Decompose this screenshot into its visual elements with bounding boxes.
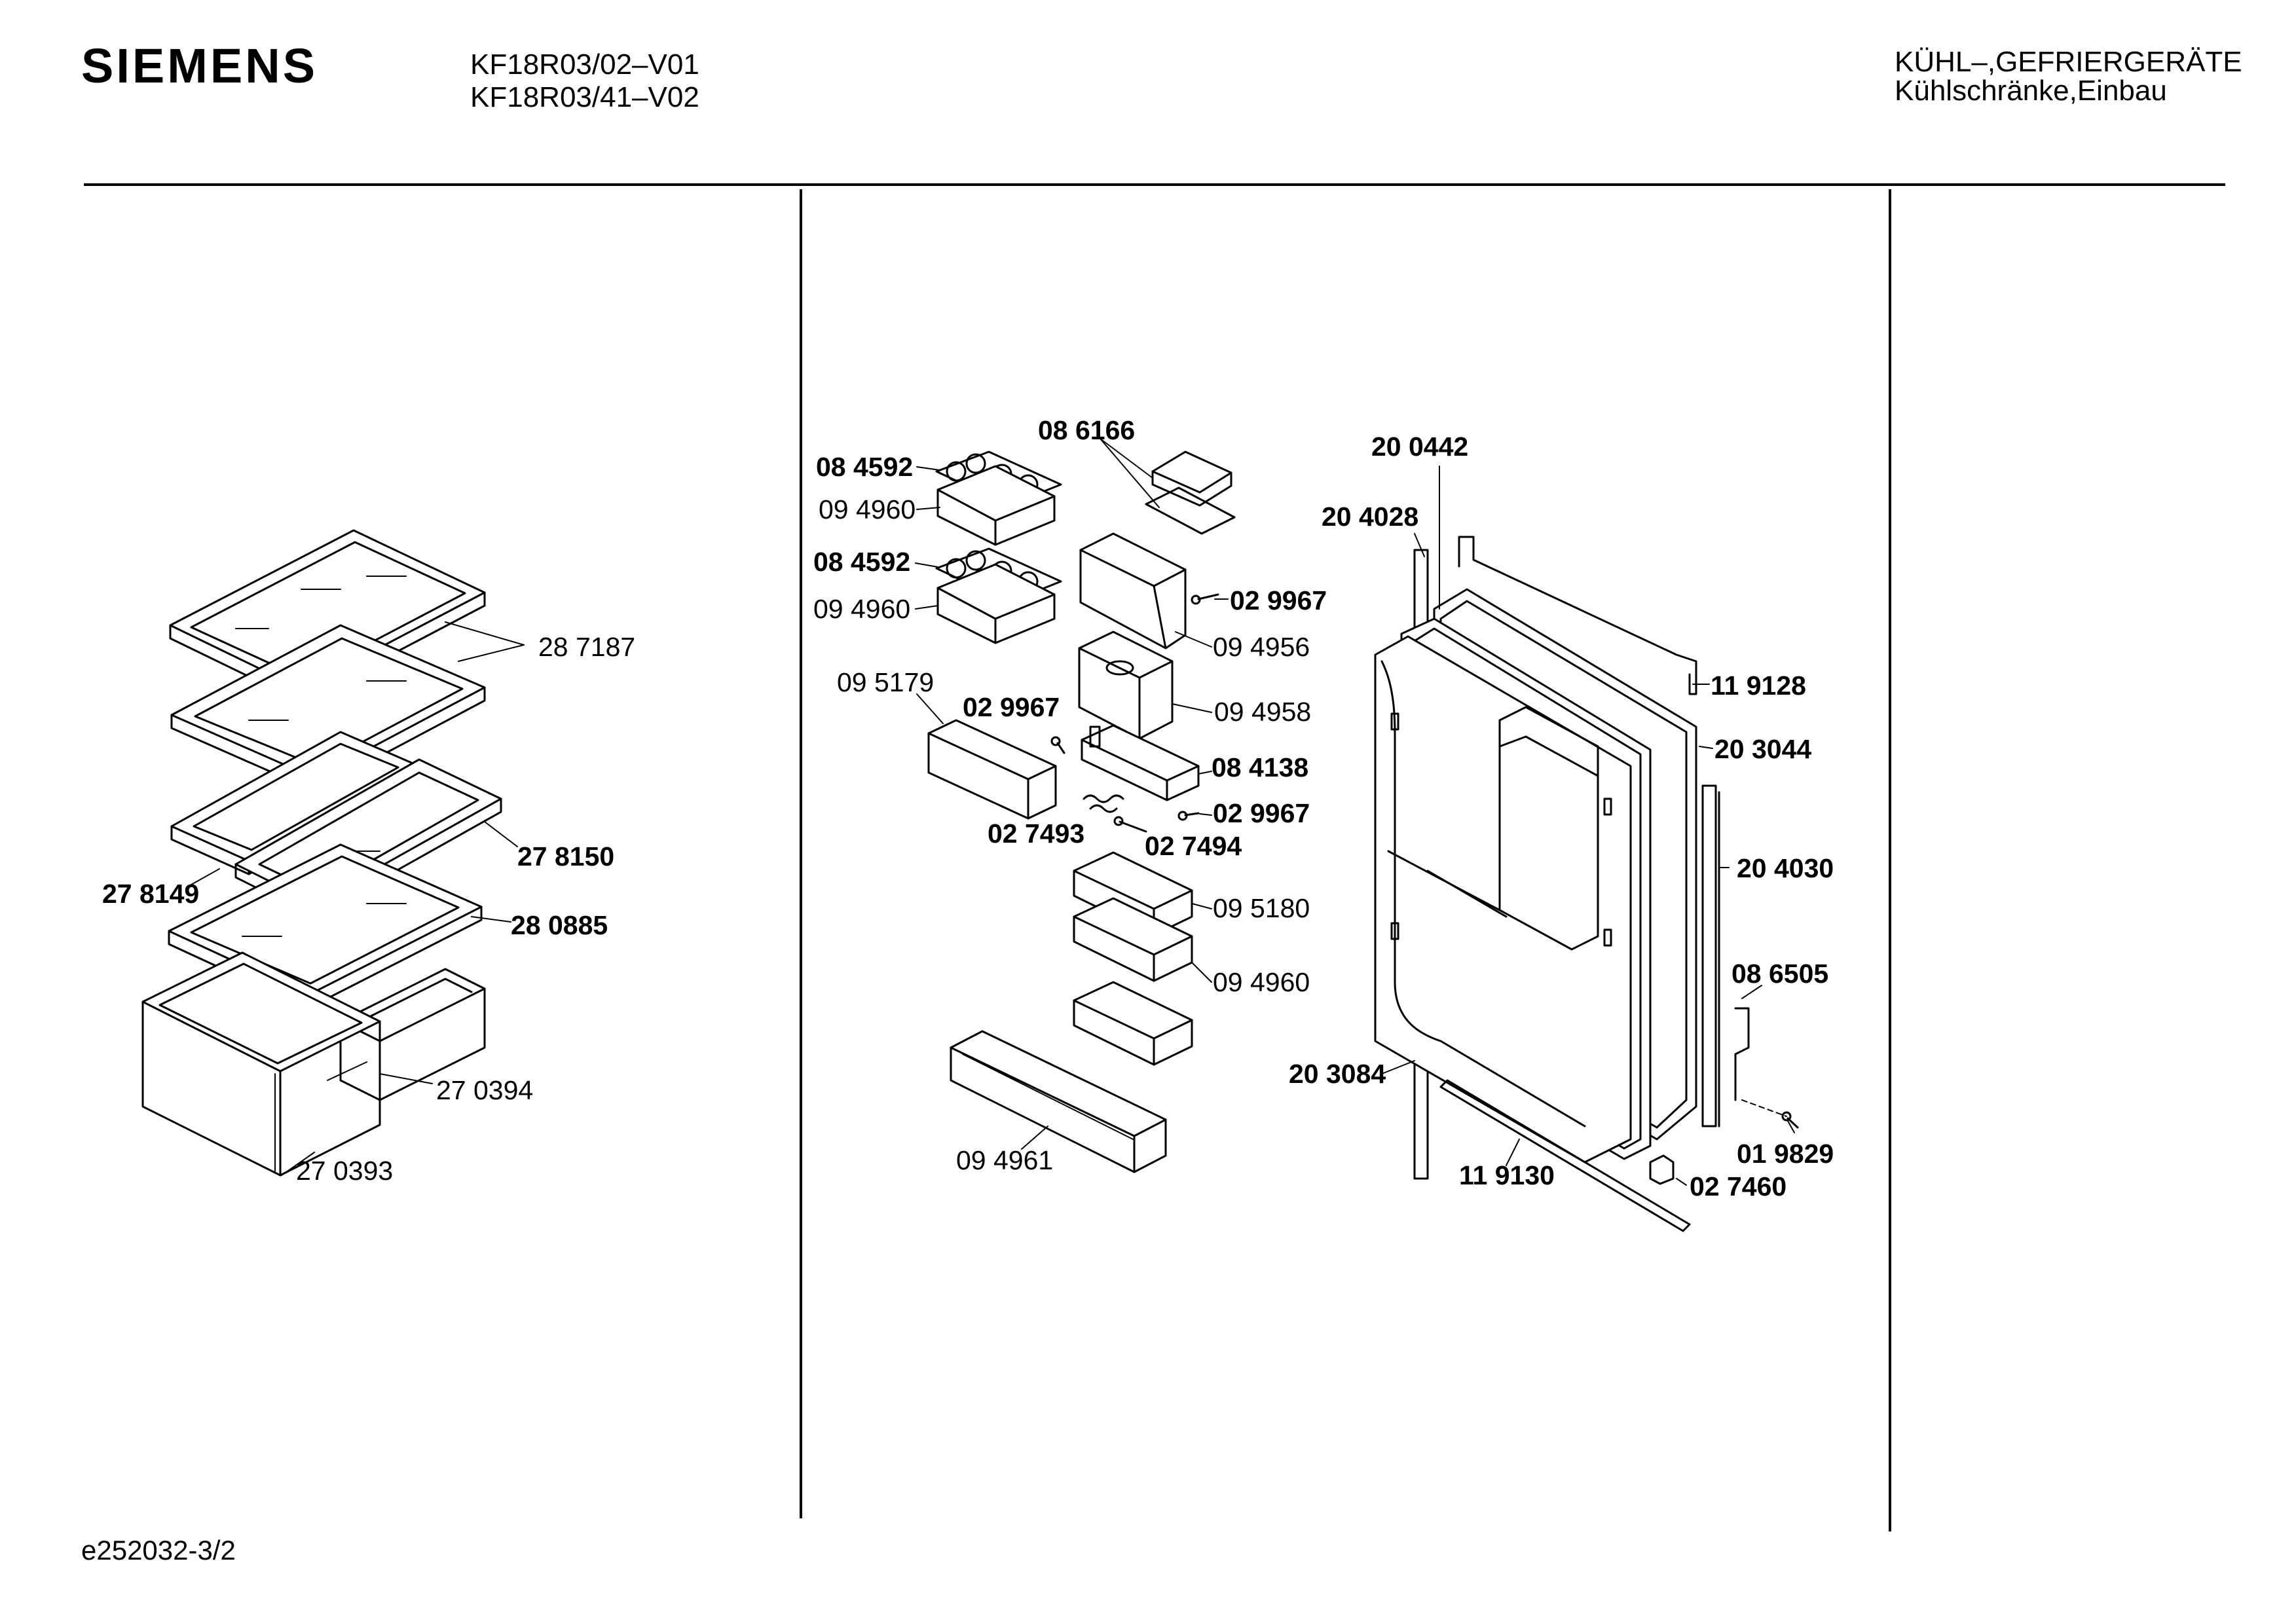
part-label: 20 4030	[1737, 853, 1834, 883]
part-label: 08 4138	[1212, 752, 1309, 782]
part-label: 02 7460	[1690, 1171, 1787, 1201]
part-label: 20 0442	[1371, 431, 1469, 462]
part-label: 08 4592	[816, 452, 914, 482]
door-bin-5	[1074, 982, 1192, 1065]
part-label: 09 4960	[1213, 967, 1310, 997]
category-line-2: Kühlschränke,Einbau	[1895, 75, 2167, 107]
door-seal-top-strip	[1459, 537, 1696, 694]
part-label: 02 9967	[1230, 585, 1327, 615]
bottom-trim-strip	[1441, 1080, 1690, 1231]
door-bin-small	[929, 720, 1056, 818]
part-label: 08 4592	[813, 547, 911, 577]
part-label: 27 8150	[517, 841, 615, 871]
part-label: 02 9967	[963, 692, 1060, 722]
door-bin-4	[1074, 898, 1192, 981]
part-label: 09 4960	[819, 494, 916, 524]
part-label: 08 6505	[1731, 959, 1829, 989]
part-label: 27 8149	[102, 879, 200, 909]
dairy-compartment-base	[1082, 725, 1198, 800]
spring-part	[1084, 796, 1123, 812]
bottle-rack	[951, 1031, 1166, 1172]
part-label: 09 4960	[813, 594, 911, 624]
category-line-1: KÜHL–,GEFRIERGERÄTE	[1895, 46, 2242, 78]
part-label: 28 0885	[511, 910, 608, 940]
door-trim-right	[1703, 786, 1716, 1126]
part-label: 11 9130	[1459, 1160, 1555, 1190]
part-label: 27 0393	[296, 1156, 394, 1186]
part-label: 20 3084	[1289, 1059, 1386, 1089]
dairy-compartment-cover	[1079, 632, 1172, 739]
butter-box-lid	[1146, 452, 1234, 534]
header-divider	[84, 183, 2225, 186]
part-label: 09 5180	[1213, 893, 1310, 923]
crisper-drawer-left	[143, 953, 380, 1175]
part-label: 02 7493	[988, 818, 1085, 849]
screw-parts	[1052, 595, 1218, 820]
part-label: 09 4961	[956, 1145, 1054, 1175]
part-label: 11 9128	[1711, 670, 1806, 701]
part-label: 20 3044	[1714, 734, 1812, 764]
part-label: 28 7187	[538, 632, 636, 662]
brand-logo: SIEMENS	[81, 39, 318, 93]
door-inner-liner	[1375, 636, 1631, 1162]
part-label: 20 4028	[1322, 502, 1419, 532]
column-divider-right	[1889, 189, 1891, 1531]
document-id: e252032-3/2	[81, 1535, 236, 1566]
leaders-middle	[916, 439, 1228, 1149]
part-label: 09 5179	[837, 667, 935, 697]
part-label: 09 4956	[1213, 632, 1310, 662]
model-number-1: KF18R03/02–V01	[470, 48, 699, 81]
part-label: 02 7494	[1145, 831, 1242, 861]
hinge-pin	[1115, 817, 1146, 832]
hinge-bracket	[1735, 1008, 1749, 1100]
part-label: 01 9829	[1737, 1139, 1834, 1169]
hinge-cap	[1650, 1156, 1673, 1184]
leaders-left	[187, 622, 524, 1175]
column-divider-left	[800, 189, 802, 1518]
part-label: 27 0394	[436, 1075, 534, 1105]
leaders-right	[1382, 466, 1794, 1185]
model-number-2: KF18R03/41–V02	[470, 81, 699, 113]
part-label: 02 9967	[1213, 798, 1310, 828]
dairy-compartment-flap	[1081, 534, 1185, 648]
part-label: 08 6166	[1038, 415, 1136, 445]
part-label: 09 4958	[1214, 697, 1312, 727]
hinge-screw	[1783, 1112, 1798, 1127]
